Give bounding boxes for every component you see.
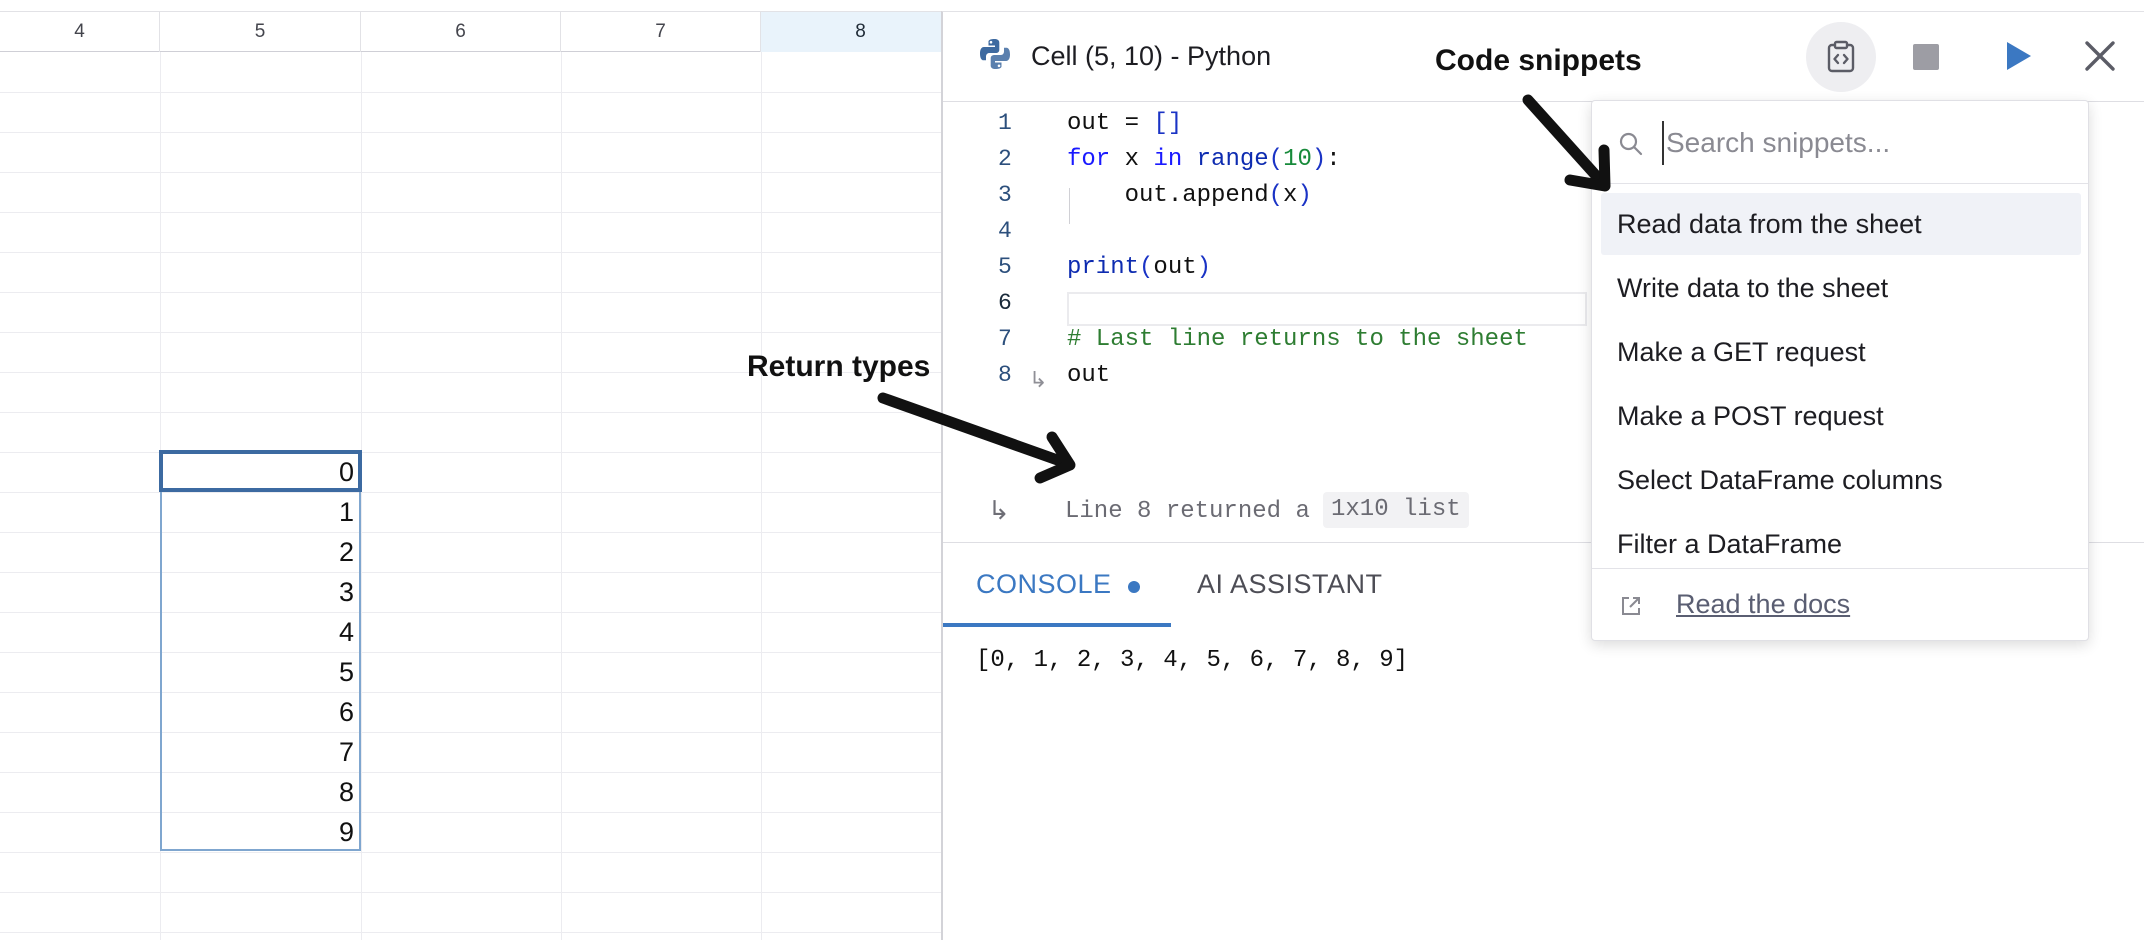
line-number: 1	[998, 110, 1012, 136]
tab-console-label: CONSOLE	[976, 569, 1112, 599]
line-number: 8	[998, 362, 1012, 388]
return-type-badge: 1x10 list	[1323, 492, 1469, 528]
grid-line	[0, 932, 942, 933]
bottom-panel: CONSOLE AI ASSISTANT [0, 1, 2, 3, 4, 5, …	[943, 542, 2144, 940]
grid-cell[interactable]: 6	[338, 697, 354, 727]
panel-title: Cell (5, 10) - Python	[1031, 41, 1272, 71]
column-header-7[interactable]: 7	[561, 12, 761, 52]
code-snippets-button[interactable]	[1806, 22, 1876, 92]
grid-line	[0, 332, 942, 333]
grid-line	[561, 52, 562, 940]
grid-line	[0, 652, 942, 653]
code-line-3: out.append(x)	[1067, 182, 1312, 209]
current-line-highlight	[1067, 292, 1587, 326]
code-line-1: out = []	[1067, 110, 1183, 137]
grid-line	[0, 172, 942, 173]
run-button[interactable]	[2003, 40, 2033, 72]
snippet-item[interactable]: Read data from the sheet	[1601, 193, 2081, 255]
snippet-item[interactable]: Make a GET request	[1617, 337, 1866, 367]
return-text: Line 8 returned a	[1065, 498, 1310, 525]
snippet-item[interactable]: Make a POST request	[1617, 401, 1884, 431]
snippet-item[interactable]: Filter a DataFrame	[1617, 529, 1843, 559]
grid-line	[0, 532, 942, 533]
grid-line	[0, 612, 942, 613]
grid-line	[0, 132, 942, 133]
column-header-6[interactable]: 6	[361, 12, 561, 52]
grid-cell[interactable]: 8	[338, 777, 354, 807]
indent-guide	[1069, 188, 1070, 224]
column-header-4[interactable]: 4	[0, 12, 160, 52]
selected-cell-cursor[interactable]	[159, 450, 362, 492]
grid-line	[361, 52, 362, 940]
line-number: 7	[998, 326, 1012, 352]
grid-cell[interactable]: 5	[338, 657, 354, 687]
snippets-search-input[interactable]	[1662, 121, 2062, 165]
search-icon	[1619, 132, 1643, 156]
return-type-row: ↳ Line 8 returned a 1x10 list	[943, 492, 1643, 536]
code-line-2: for x in range(10):	[1067, 146, 1341, 173]
code-editor[interactable]: 1 2 3 4 5 6 7 8 ↳ out = [] for x in rang…	[943, 102, 2144, 532]
tab-ai-assistant[interactable]: AI ASSISTANT	[1181, 543, 1401, 627]
grid-line	[0, 492, 942, 493]
play-icon	[2007, 42, 2031, 70]
tab-console[interactable]: CONSOLE	[943, 543, 1171, 627]
line-number: 2	[998, 146, 1012, 172]
line-number: 5	[998, 254, 1012, 280]
console-output: [0, 1, 2, 3, 4, 5, 6, 7, 8, 9]	[976, 647, 1409, 674]
line-number: 3	[998, 182, 1012, 208]
snippets-popover: Read data from the sheet Write data to t…	[1591, 100, 2089, 641]
grid-line	[0, 732, 942, 733]
grid-line	[0, 372, 942, 373]
grid-cell[interactable]: 1	[338, 497, 354, 527]
snippet-item[interactable]: Write data to the sheet	[1617, 273, 1889, 303]
tab-ai-assistant-label: AI ASSISTANT	[1197, 569, 1383, 599]
code-snippets-icon	[1827, 40, 1855, 73]
grid-cell[interactable]: 3	[338, 577, 354, 607]
grid-line	[0, 572, 942, 573]
grid-line	[0, 852, 942, 853]
grid-line	[0, 92, 942, 93]
grid-line	[0, 412, 942, 413]
line-number: 4	[998, 218, 1012, 244]
python-logo-icon	[980, 39, 1010, 69]
line-number: 6	[998, 290, 1012, 316]
grid-cell[interactable]: 7	[338, 737, 354, 767]
grid-line	[0, 292, 942, 293]
read-docs-link[interactable]: Read the docs	[1676, 589, 1851, 619]
return-line-indicator-icon: ↳	[1029, 368, 1048, 393]
annotation-return-types: Return types	[747, 350, 931, 383]
external-link-icon	[1622, 597, 1640, 615]
grid-cell[interactable]: 9	[338, 817, 354, 847]
close-button[interactable]	[2083, 39, 2117, 73]
grid-cell[interactable]: 0	[338, 457, 354, 487]
grid-line	[761, 52, 762, 940]
column-header-8[interactable]: 8	[761, 12, 942, 52]
annotation-code-snippets: Code snippets	[1435, 44, 1642, 77]
grid-cell[interactable]: 4	[338, 617, 354, 647]
spreadsheet-grid[interactable]: 4 5 6 7 8 0 1 2 3 4 5 6 7 8 9	[0, 0, 942, 940]
grid-line	[0, 692, 942, 693]
unread-dot-icon	[1128, 581, 1140, 593]
snippets-footer: Read the docs	[1592, 568, 2088, 640]
grid-line	[0, 772, 942, 773]
grid-line	[0, 252, 942, 253]
grid-line	[0, 452, 942, 453]
return-arrow-icon: ↳	[988, 496, 1010, 526]
grid-line	[0, 812, 942, 813]
column-header-row: 4 5 6 7 8	[0, 11, 942, 52]
code-line-8: out	[1067, 362, 1111, 389]
stop-button[interactable]	[1913, 44, 1939, 70]
panel-header: Cell (5, 10) - Python	[943, 12, 2144, 102]
code-line-5: print(out)	[1067, 254, 1212, 281]
code-line-7: # Last line returns to the sheet	[1067, 326, 1528, 353]
column-header-5[interactable]: 5	[160, 12, 361, 52]
snippet-item[interactable]: Select DataFrame columns	[1617, 465, 1943, 495]
grid-line	[0, 212, 942, 213]
grid-cell[interactable]: 2	[338, 537, 354, 567]
grid-line	[0, 892, 942, 893]
snippets-search-bar	[1592, 101, 2088, 184]
close-icon	[2085, 41, 2115, 71]
